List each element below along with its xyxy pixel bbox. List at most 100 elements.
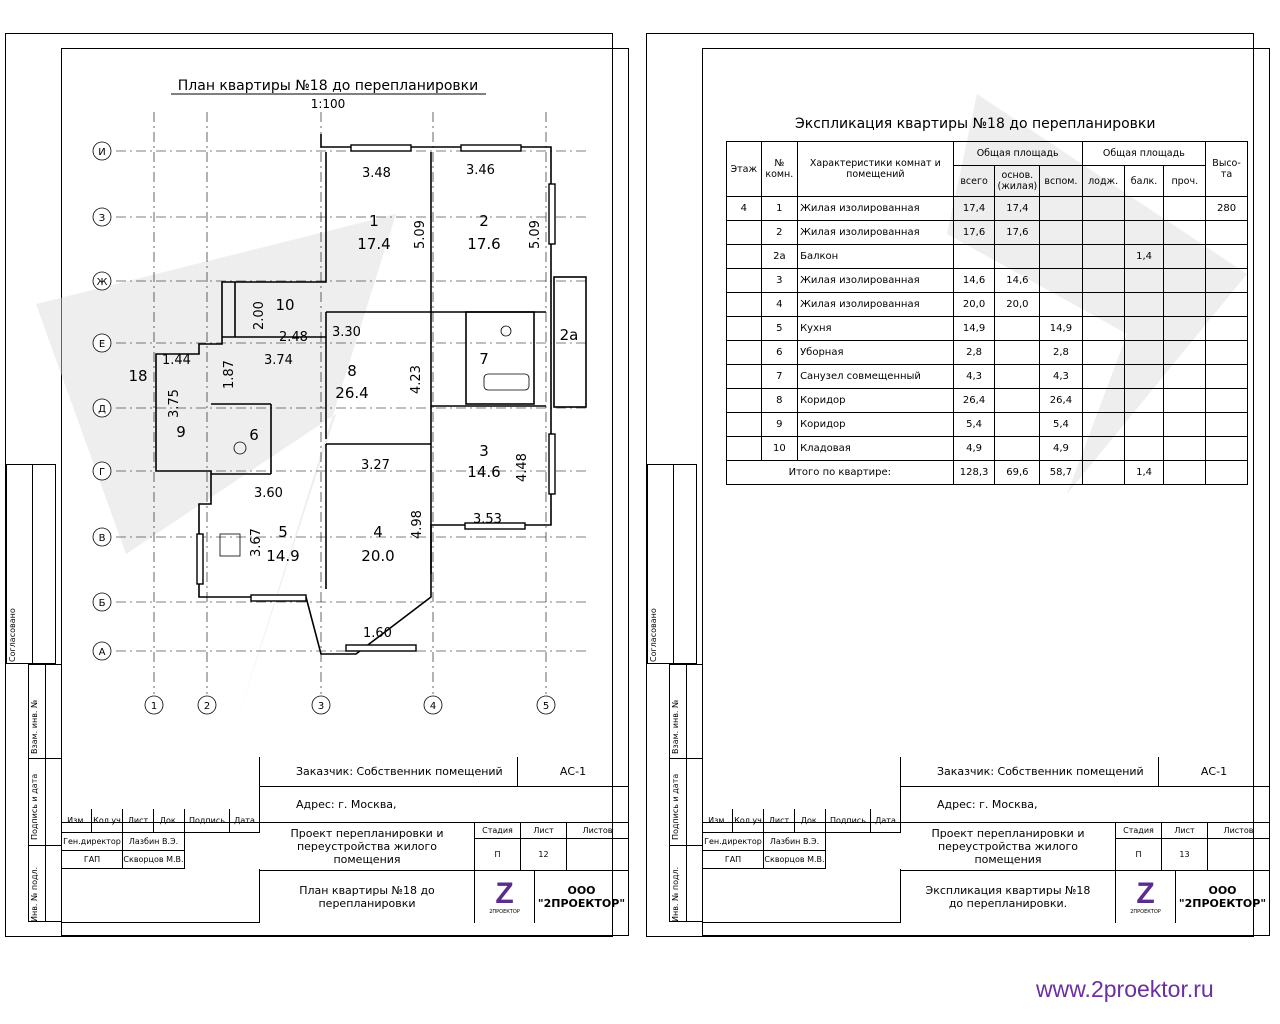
col-header: Лист <box>764 809 795 833</box>
total-main: 69,6 <box>994 460 1041 485</box>
cell-other <box>1163 316 1207 341</box>
col-header: Кол.уч <box>733 809 764 833</box>
explication-table: Этаж № комн. Характеристики комнат и пом… <box>726 141 1248 485</box>
cell-main <box>994 316 1041 341</box>
company-logo: Z 2ПРОЕКТОР <box>475 871 535 923</box>
cell-aux: 4,3 <box>1039 364 1083 389</box>
company-name-line2: "2ПРОЕКТОР" <box>1178 897 1267 910</box>
cell-balcony <box>1123 316 1165 341</box>
room-area: 17.6 <box>467 235 500 253</box>
drawing-sheet-plan: Согласовано Взам. инв. № Подпись и дата … <box>5 33 629 937</box>
room-number: 7 <box>479 350 489 368</box>
cell-other <box>1163 412 1207 437</box>
cell-height <box>1205 292 1248 317</box>
margin-stamp-box <box>669 664 703 922</box>
cell-balcony <box>1123 196 1165 221</box>
total-other <box>1163 460 1207 485</box>
dimension-label: 4.98 <box>410 510 425 539</box>
bathroom-fixtures <box>219 325 530 557</box>
cell-main <box>994 412 1041 437</box>
margin-inv-orig-label: Инв. № подл. <box>671 866 680 922</box>
header-other: проч. <box>1163 165 1207 197</box>
cell-aux <box>1039 196 1083 221</box>
cell-height <box>1205 316 1248 341</box>
axis-row-label: В <box>99 533 106 544</box>
project-description: Проект перепланировки и переустройства ж… <box>901 823 1116 871</box>
cell-aux: 2,8 <box>1039 340 1083 365</box>
project-description: Проект перепланировки и переустройства ж… <box>260 823 475 871</box>
cell-balcony <box>1123 292 1165 317</box>
dimension-label: 1.87 <box>222 360 237 389</box>
cell-all: 14,9 <box>952 316 996 341</box>
revision-grid <box>62 757 260 823</box>
logo-text: 2ПРОЕКТОР <box>1130 909 1161 915</box>
cell-height <box>1205 244 1248 269</box>
stage-header: Стадия <box>1116 823 1162 839</box>
dimension-label: 5.09 <box>528 220 543 249</box>
cell-no: 10 <box>760 436 799 461</box>
cell-aux: 26,4 <box>1039 388 1083 413</box>
cell-balcony <box>1123 436 1165 461</box>
dimension-label: 3.27 <box>361 458 390 473</box>
cell-desc: Уборная <box>797 340 954 365</box>
axis-row-label: Е <box>99 339 105 350</box>
sheet-frame <box>702 48 1270 936</box>
cell-loggia <box>1081 436 1125 461</box>
margin-agreed-box <box>647 464 697 664</box>
margin-inv-orig-label: Инв. № подл. <box>30 866 39 922</box>
room-area: 26.4 <box>335 384 368 402</box>
cell-all <box>952 244 996 269</box>
cell-aux <box>1039 244 1083 269</box>
cell-main: 20,0 <box>994 292 1041 317</box>
website-link[interactable]: www.2proektor.ru <box>1036 976 1214 1002</box>
cell-other <box>1163 220 1207 245</box>
margin-agreed-box <box>6 464 56 664</box>
room-labels: 1 17.4 2 17.6 2а 3 14.6 4 20.0 5 14.9 6 … <box>128 212 578 565</box>
sheets-total <box>567 839 628 871</box>
total-loggia <box>1081 460 1125 485</box>
axis-col-markers: 1 2 3 4 5 <box>144 695 556 715</box>
cell-no: 4 <box>760 292 799 317</box>
sheet-header: Лист <box>1162 823 1208 839</box>
room-area: 14.6 <box>467 463 500 481</box>
cell-all: 4,9 <box>952 436 996 461</box>
cell-all: 4,3 <box>952 364 996 389</box>
cell-height <box>1205 268 1248 293</box>
stage-value: П <box>1116 839 1162 871</box>
sheet-number: 13 <box>1162 839 1208 871</box>
cell-loggia <box>1081 316 1125 341</box>
cell-all: 17,6 <box>952 220 996 245</box>
cell-desc: Кладовая <box>797 436 954 461</box>
header-balcony: балк. <box>1123 165 1165 197</box>
axis-col-label: 4 <box>430 701 436 712</box>
address-label: Адрес: г. Москва, <box>901 787 1269 823</box>
role-label: ГАП <box>703 851 764 869</box>
person-name: Лазбин В.Э. <box>123 833 185 851</box>
cell-floor <box>726 412 762 437</box>
cell-floor <box>726 388 762 413</box>
cell-all: 17,4 <box>952 196 996 221</box>
cell-no: 1 <box>760 196 799 221</box>
total-balcony: 1,4 <box>1123 460 1165 485</box>
cell-desc: Жилая изолированная <box>797 292 954 317</box>
dimension-label: 3.60 <box>254 486 283 501</box>
margin-agreed-label: Согласовано <box>649 608 658 662</box>
total-height <box>1205 460 1248 485</box>
header-height: Высо-та <box>1205 141 1248 197</box>
cell-aux <box>1039 292 1083 317</box>
dimension-label: 4.48 <box>515 453 530 482</box>
axis-row-markers: И З Ж Е Д Г В Б А <box>92 141 112 661</box>
axis-row-label: А <box>99 647 106 658</box>
cell-loggia <box>1081 196 1125 221</box>
cell-desc: Балкон <box>797 244 954 269</box>
cell-floor <box>726 268 762 293</box>
cell-floor <box>726 436 762 461</box>
logo-text: 2ПРОЕКТОР <box>489 909 520 915</box>
cell-aux: 4,9 <box>1039 436 1083 461</box>
margin-sign-date-label: Подпись и дата <box>30 773 39 840</box>
sheets-header: Листов <box>1208 823 1269 839</box>
axis-col-label: 5 <box>543 701 549 712</box>
